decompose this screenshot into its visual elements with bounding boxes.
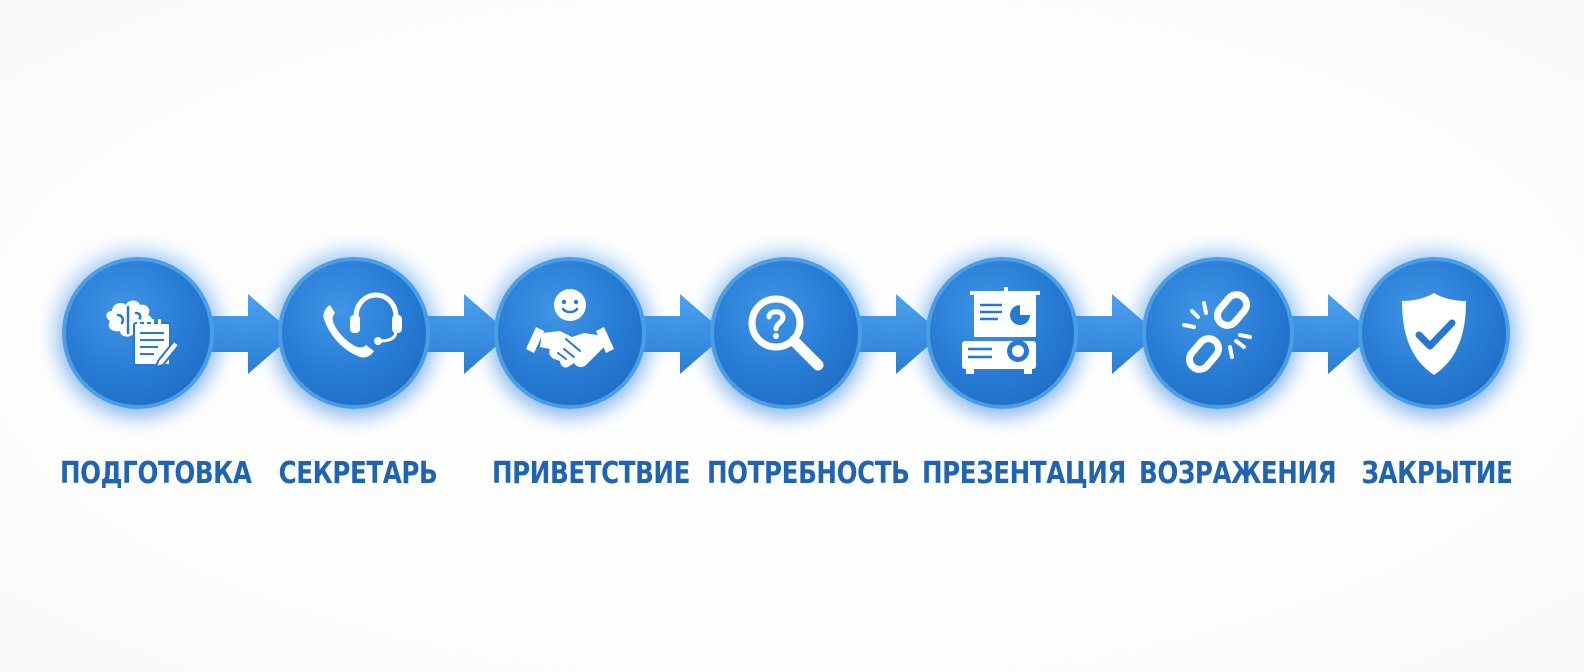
step-presentation-label: ПРЕЗЕНТАЦИЯ bbox=[922, 456, 1126, 491]
flow-arrow bbox=[1072, 294, 1158, 374]
step-greeting-circle bbox=[494, 257, 646, 409]
step-objections-circle bbox=[1142, 257, 1294, 409]
step-need-label: ПОТРЕБНОСТЬ bbox=[707, 456, 910, 491]
flow-arrow bbox=[856, 294, 942, 374]
flow-arrow bbox=[208, 294, 294, 374]
step-closing-circle bbox=[1358, 257, 1510, 409]
step-closing-label: ЗАКРЫТИЕ bbox=[1361, 456, 1513, 491]
step-preparation-label: ПОДГОТОВКА bbox=[60, 456, 252, 491]
shield-check-icon bbox=[1402, 293, 1466, 375]
broken-chain-icon bbox=[1182, 291, 1252, 373]
phone-headset-icon bbox=[323, 292, 402, 358]
step-need-circle bbox=[710, 257, 862, 409]
flow-arrow bbox=[1288, 294, 1374, 374]
step-objections-label: ВОЗРАЖЕНИЯ bbox=[1139, 456, 1337, 491]
magnifier-question-icon bbox=[748, 295, 824, 371]
step-greeting-label: ПРИВЕТСТВИЕ bbox=[492, 456, 691, 491]
presentation-projector-icon bbox=[962, 287, 1040, 374]
step-preparation-circle bbox=[62, 257, 214, 409]
smiley-handshake-icon bbox=[526, 289, 614, 368]
step-secretary-circle bbox=[278, 257, 430, 409]
flow-arrow bbox=[424, 294, 510, 374]
flow-arrow bbox=[640, 294, 726, 374]
brain-notepad-icon bbox=[106, 300, 181, 369]
step-secretary-label: СЕКРЕТАРЬ bbox=[278, 456, 438, 491]
step-presentation-circle bbox=[926, 257, 1078, 409]
